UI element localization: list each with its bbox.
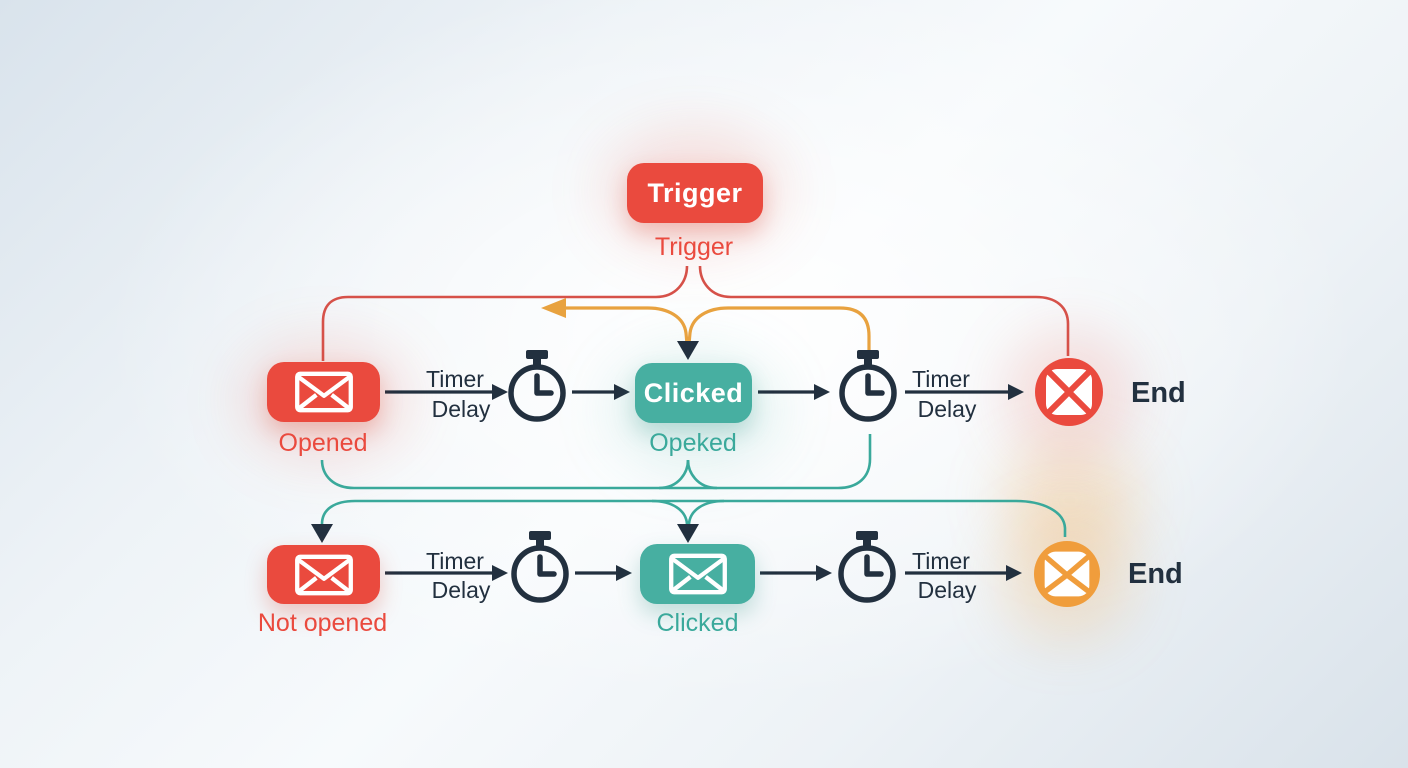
opened-caption: Opened: [278, 429, 368, 457]
timer-label-r2a-top: Timer: [426, 548, 484, 574]
wire-orange-right: [687, 306, 871, 352]
timer-label-r1b-top: Timer: [912, 366, 970, 392]
envelope-circle-icon: [1033, 540, 1101, 608]
arrowhead-r1-c: [814, 384, 830, 400]
wire-trigger-to-opened: [321, 265, 689, 361]
arrowhead-r1-b: [614, 384, 630, 400]
arrowhead-into-notopened: [311, 524, 333, 543]
wire-trigger-to-end1: [698, 265, 1070, 356]
trigger-caption: Trigger: [654, 233, 734, 261]
stopwatch-icon: [511, 531, 569, 603]
wire-opeked-split-left: [658, 459, 690, 490]
trigger-node-label: Trigger: [647, 177, 743, 208]
clicked-caption-row2: Clicked: [656, 609, 739, 637]
end-label-row1: End: [1131, 377, 1186, 409]
timer-delay-node-r2b[interactable]: [831, 527, 903, 620]
stopwatch-icon: [838, 531, 896, 603]
opened-node[interactable]: [267, 362, 380, 422]
clicked-node-row1[interactable]: Clicked: [635, 363, 752, 423]
trigger-node[interactable]: Trigger: [627, 163, 763, 223]
wire-merge-left: [651, 499, 690, 530]
delay-label-r1b-bottom: Delay: [917, 396, 977, 422]
delay-label-r1a-bottom: Delay: [431, 396, 491, 422]
envelope-circle-icon: [1035, 358, 1103, 426]
arrowhead-into-clicked2: [677, 524, 699, 543]
arrowhead-r2-a: [492, 565, 508, 581]
wire-merge-right: [687, 499, 725, 525]
clicked-node-label: Clicked: [643, 377, 744, 408]
timer-label-r2b-top: Timer: [912, 548, 970, 574]
clicked-node-row2[interactable]: [640, 544, 755, 604]
wire-opeked-split-right: [686, 459, 718, 490]
delay-label-r2a-bottom: Delay: [431, 577, 491, 603]
stopwatch-icon: [839, 350, 897, 422]
not-opened-caption: Not opened: [257, 609, 388, 637]
opeked-caption: Opeked: [649, 429, 737, 457]
not-opened-node[interactable]: [267, 545, 380, 604]
arrowhead-r2-d: [1006, 565, 1022, 581]
arrowhead-r2-c: [816, 565, 832, 581]
end-label-row2: End: [1128, 558, 1183, 590]
timer-label-r1a-top: Timer: [426, 366, 484, 392]
arrowhead-into-clicked1: [677, 341, 699, 360]
timer-delay-node-r1a[interactable]: [501, 346, 573, 439]
arrowhead-r1-a: [492, 384, 508, 400]
envelope-icon: [668, 553, 727, 595]
envelope-icon: [294, 371, 353, 413]
envelope-icon: [294, 554, 353, 595]
stopwatch-icon: [508, 350, 566, 422]
wire-orange-left: [564, 306, 689, 345]
timer-delay-node-r2a[interactable]: [504, 527, 576, 620]
delay-label-r2b-bottom: Delay: [917, 577, 977, 603]
orange-arrowhead-left: [541, 298, 566, 318]
timer-delay-node-r1b[interactable]: [832, 346, 904, 439]
end-node-row1[interactable]: [1034, 357, 1104, 432]
arrowhead-r1-d: [1008, 384, 1024, 400]
wire-teal-upper: [320, 434, 872, 490]
arrowhead-r2-b: [616, 565, 632, 581]
wire-teal-lower: [320, 499, 1067, 537]
end-node-row2[interactable]: [1033, 540, 1101, 613]
